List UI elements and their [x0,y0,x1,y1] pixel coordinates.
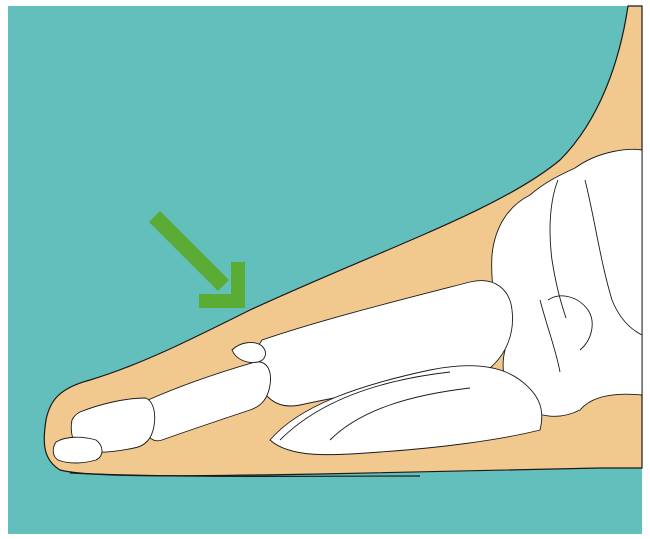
toe-tip [53,437,102,463]
